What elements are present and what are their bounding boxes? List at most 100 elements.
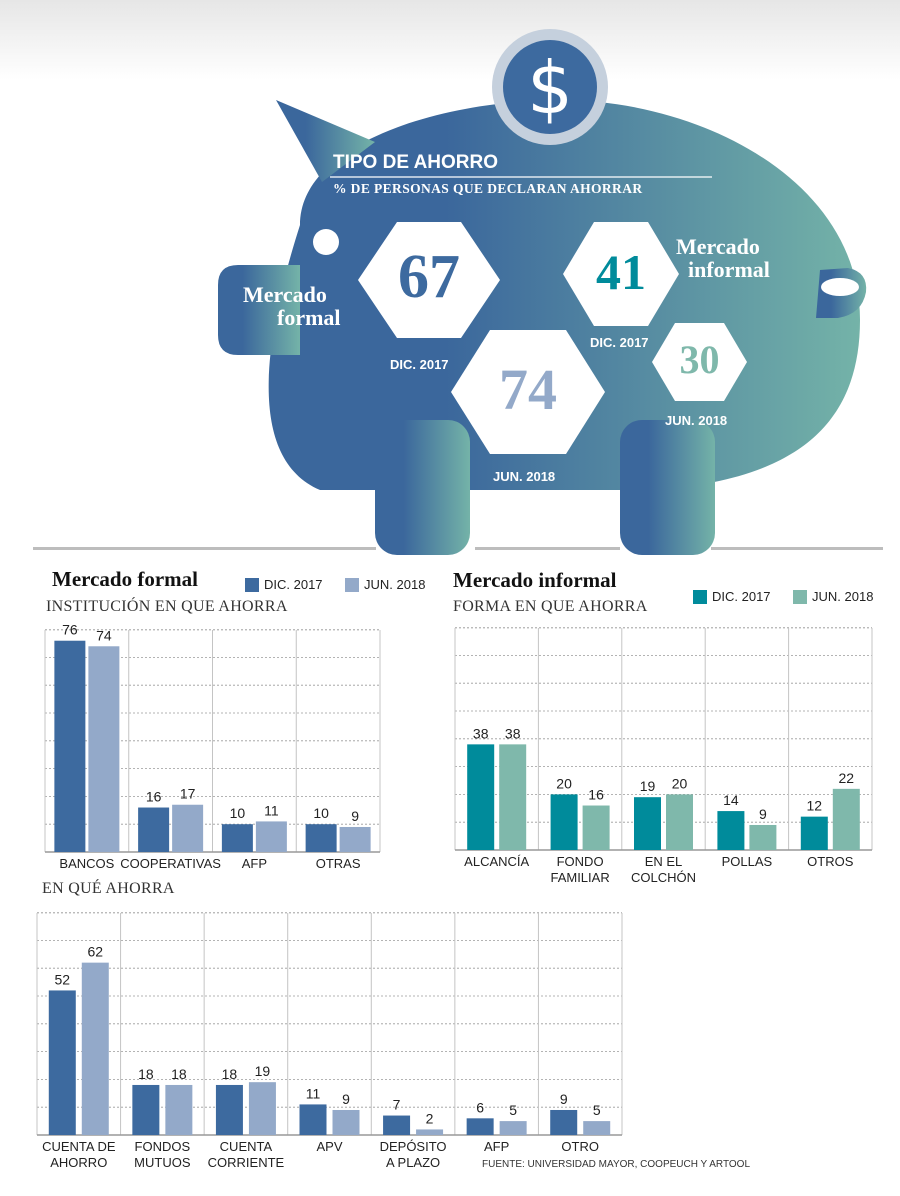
formal-jun-date: JUN. 2018	[493, 469, 556, 484]
products-category-label: CUENTA	[220, 1139, 273, 1154]
products-bar-jun	[416, 1129, 444, 1135]
products-data-label: 9	[560, 1091, 568, 1107]
legend-swatch-formal-dic	[245, 578, 259, 592]
legend-swatch-informal-jun	[793, 590, 807, 604]
header-band	[0, 0, 900, 80]
products-data-label: 19	[255, 1063, 271, 1079]
formal-data-label: 76	[62, 622, 78, 638]
formal-data-label: 10	[230, 805, 246, 821]
informal-bar-dic	[467, 744, 495, 850]
formal-data-label: 17	[180, 786, 196, 802]
products-data-label: 7	[393, 1097, 401, 1113]
informal-category-label: FAMILIAR	[550, 870, 609, 885]
products-data-label: 9	[342, 1091, 350, 1107]
informal-bar-dic	[717, 811, 745, 850]
header-subtitle: % DE PERSONAS QUE DECLARAN AHORRAR	[333, 181, 643, 196]
informal-data-label: 20	[556, 775, 572, 791]
informal-section-title: Mercado informal	[453, 568, 617, 592]
formal-bar-dic	[221, 824, 253, 852]
formal-section-title: Mercado formal	[52, 567, 198, 591]
products-bar-jun	[165, 1084, 193, 1135]
products-category-label: APV	[316, 1139, 342, 1154]
products-category-label: MUTUOS	[134, 1155, 191, 1170]
formal-data-label: 9	[351, 808, 359, 824]
products-bar-dic	[299, 1104, 327, 1135]
informal-category-label: EN EL	[645, 854, 683, 869]
pig-eye	[313, 229, 339, 255]
products-data-label: 18	[171, 1066, 187, 1082]
pig-formal-label: Mercado formal	[243, 282, 341, 330]
products-bar-jun	[499, 1121, 527, 1135]
informal-category-label: POLLAS	[722, 854, 773, 869]
formal-chart-title: INSTITUCIÓN EN QUE AHORRA	[46, 598, 288, 615]
products-bar-dic	[466, 1118, 494, 1135]
separator-middle	[475, 547, 620, 550]
formal-bar-jun	[339, 826, 371, 852]
formal-dic-date: DIC. 2017	[390, 357, 449, 372]
informal-dic-date: DIC. 2017	[590, 335, 649, 350]
products-category-label: FONDOS	[135, 1139, 191, 1154]
informal-bar-jun	[749, 824, 777, 850]
separator-right	[711, 547, 883, 550]
products-category-label: DEPÓSITO	[380, 1139, 447, 1154]
formal-category-label: BANCOS	[59, 856, 114, 871]
formal-bar-jun	[88, 646, 120, 852]
informal-bar-dic	[800, 816, 828, 850]
products-data-label: 6	[476, 1099, 484, 1115]
informal-bar-jun	[582, 805, 610, 850]
informal-category-label: OTROS	[807, 854, 854, 869]
formal-bar-dic	[305, 824, 337, 852]
pig-tail-hole	[821, 278, 859, 296]
informal-data-label: 38	[505, 725, 521, 741]
legend-label-formal-jun: JUN. 2018	[364, 577, 426, 592]
informal-bar-dic	[550, 794, 578, 850]
hex-formal-jun	[451, 330, 605, 454]
formal-category-label: COOPERATIVAS	[120, 856, 221, 871]
products-category-label: CORRIENTE	[208, 1155, 285, 1170]
separator-left	[33, 547, 376, 550]
formal-bar-jun	[172, 804, 204, 852]
informal-data-label: 12	[807, 798, 823, 814]
products-bar-dic	[48, 990, 76, 1135]
pig-informal-label: Mercado informal	[676, 234, 770, 282]
formal-dic-value: 67	[398, 243, 460, 311]
products-data-label: 5	[593, 1102, 601, 1118]
products-category-label: OTRO	[561, 1139, 599, 1154]
products-data-label: 18	[138, 1066, 154, 1082]
legend-label-informal-jun: JUN. 2018	[812, 589, 874, 604]
products-bar-dic	[132, 1084, 160, 1135]
products-bar-jun	[332, 1109, 360, 1135]
products-data-label: 2	[426, 1110, 434, 1126]
informal-data-label: 38	[473, 725, 489, 741]
legend-label-formal-dic: DIC. 2017	[264, 577, 323, 592]
informal-bar-jun	[666, 794, 693, 850]
legend-label-informal-dic: DIC. 2017	[712, 589, 771, 604]
formal-data-label: 10	[313, 805, 329, 821]
products-data-label: 52	[54, 971, 70, 987]
products-category-label: CUENTA DE	[42, 1139, 116, 1154]
informal-data-label: 16	[588, 787, 604, 803]
informal-data-label: 22	[839, 770, 855, 786]
hex-informal-dic	[563, 222, 679, 326]
formal-category-label: OTRAS	[316, 856, 361, 871]
svg-text:$: $	[527, 46, 573, 130]
informal-data-label: 20	[672, 775, 688, 791]
hexagons	[358, 222, 747, 454]
products-bar-dic	[383, 1115, 411, 1135]
products-category-label: AHORRO	[50, 1155, 107, 1170]
products-bar-jun	[583, 1121, 611, 1135]
legend-swatch-informal-dic	[693, 590, 707, 604]
products-data-label: 11	[306, 1085, 321, 1101]
informal-chart-title: FORMA EN QUE AHORRA	[453, 598, 648, 615]
informal-bar-dic	[634, 797, 661, 850]
formal-data-label: 74	[96, 627, 112, 643]
products-data-label: 5	[509, 1102, 517, 1118]
piggy-bank-graphic: $	[218, 29, 867, 555]
informal-bar-jun	[499, 744, 527, 850]
formal-bar-dic	[138, 807, 170, 852]
hex-formal-dic	[358, 222, 500, 338]
informal-data-label: 9	[759, 806, 767, 822]
